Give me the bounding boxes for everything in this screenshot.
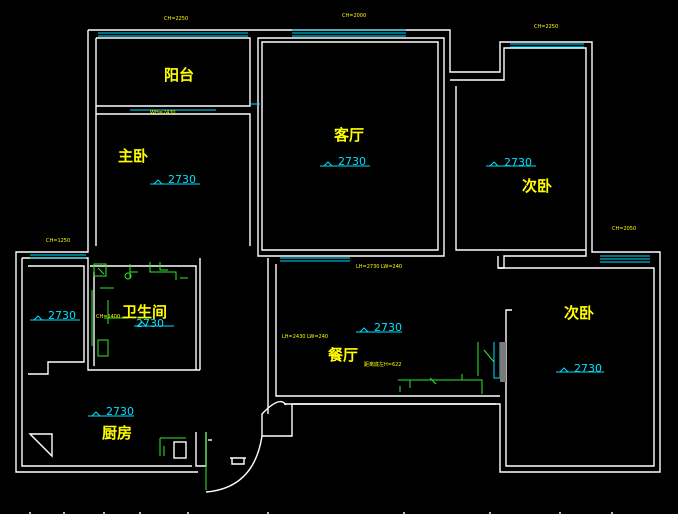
room-labels: 阳台 主卧 客厅 次卧 卫生间 餐厅 次卧 厨房 bbox=[102, 66, 594, 442]
elevation-markers bbox=[30, 161, 604, 417]
room-master-bedroom: 主卧 bbox=[118, 147, 148, 165]
ch-living-label: CH=2000 bbox=[342, 13, 366, 19]
bathroom-fixtures bbox=[91, 262, 188, 357]
room-balcony: 阳台 bbox=[164, 66, 194, 84]
beam-dining-label: LH=2430 LW=240 bbox=[282, 334, 328, 340]
dining-note-label: 距离底左H=622 bbox=[364, 361, 402, 368]
elevation-second-bedroom-right: 2730 bbox=[574, 362, 602, 375]
windows bbox=[30, 29, 650, 263]
ch-kitchen-label: CH=1250 bbox=[46, 238, 70, 244]
elevation-second-bedroom-top: 2730 bbox=[504, 156, 532, 169]
elevation-living-room: 2730 bbox=[338, 155, 366, 168]
room-bathroom: 卫生间 bbox=[122, 303, 167, 321]
annotations: CH=2250 CH=2000 CH=2250 CH=1250 CH=2050 … bbox=[46, 13, 636, 368]
beam-master-label: WH=2430 bbox=[150, 110, 176, 116]
ch-balcony-label: CH=2250 bbox=[164, 16, 188, 22]
elevation-dining-room: 2730 bbox=[374, 321, 402, 334]
entrance-door bbox=[205, 432, 263, 493]
ch-bedroom-top-label: CH=2250 bbox=[534, 24, 558, 30]
elevation-values: 2730 2730 2730 2730 2730 2730 2730 2730 bbox=[48, 155, 602, 418]
ch-bedroom-right-label: CH=2050 bbox=[612, 226, 636, 232]
bottom-ruler bbox=[29, 512, 613, 514]
bath-note-label: CH=1400 bbox=[96, 314, 120, 320]
beam-living-label: LH=2730 LW=240 bbox=[356, 264, 402, 270]
room-kitchen: 厨房 bbox=[102, 424, 132, 442]
elevation-master-bedroom: 2730 bbox=[168, 173, 196, 186]
elevation-bathroom: 2730 bbox=[136, 317, 164, 330]
room-second-bedroom-top: 次卧 bbox=[522, 177, 552, 195]
cabinet-hatch bbox=[500, 342, 506, 382]
room-living-room: 客厅 bbox=[333, 126, 364, 144]
room-dining-room: 餐厅 bbox=[328, 346, 358, 364]
dining-fixtures bbox=[398, 342, 506, 394]
elevation-kitchen-top: 2730 bbox=[48, 309, 76, 322]
kitchen-fixtures bbox=[28, 433, 187, 459]
elevation-kitchen: 2730 bbox=[106, 405, 134, 418]
room-second-bedroom-right: 次卧 bbox=[564, 304, 594, 322]
